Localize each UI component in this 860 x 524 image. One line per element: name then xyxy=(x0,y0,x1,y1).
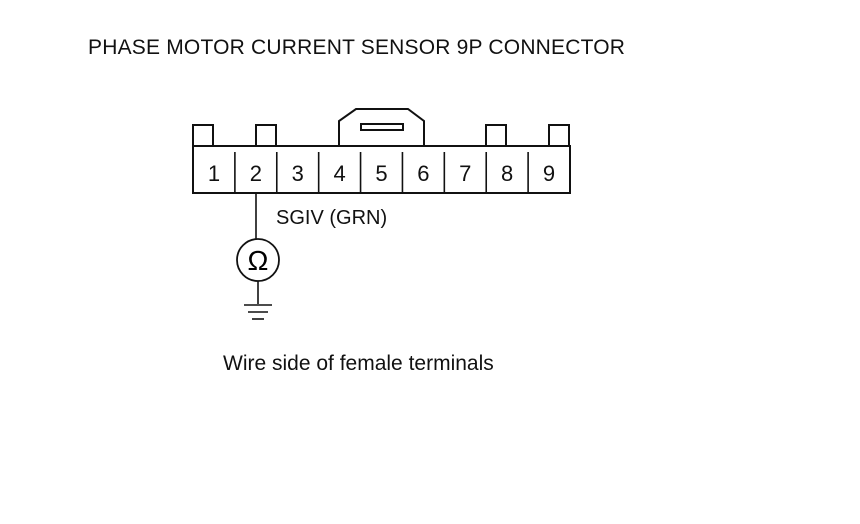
locking-tab xyxy=(255,124,277,146)
terminal-number-7: 7 xyxy=(459,161,471,186)
locking-tab xyxy=(548,124,570,146)
terminal-number-8: 8 xyxy=(501,161,513,186)
locking-tab xyxy=(192,124,214,146)
latch-slot xyxy=(360,123,404,131)
locking-tab xyxy=(485,124,507,146)
connector-latch xyxy=(338,108,425,146)
terminal-number-6: 6 xyxy=(417,161,429,186)
terminal-number-2: 2 xyxy=(250,161,262,186)
terminal-number-5: 5 xyxy=(375,161,387,186)
terminal-number-4: 4 xyxy=(333,161,345,186)
terminal-number-3: 3 xyxy=(292,161,304,186)
connector-body xyxy=(192,108,571,194)
ohm-symbol: Ω xyxy=(248,245,269,276)
terminal-number-9: 9 xyxy=(543,161,555,186)
diagram-caption: Wire side of female terminals xyxy=(223,352,494,375)
connector-housing xyxy=(192,145,571,194)
diagram-title: PHASE MOTOR CURRENT SENSOR 9P CONNECTOR xyxy=(88,36,626,59)
ohmmeter-icon: Ω xyxy=(236,238,280,282)
wire-label: SGIV (GRN) xyxy=(276,207,388,229)
ground-icon xyxy=(244,304,272,320)
terminal-number-1: 1 xyxy=(208,161,220,186)
